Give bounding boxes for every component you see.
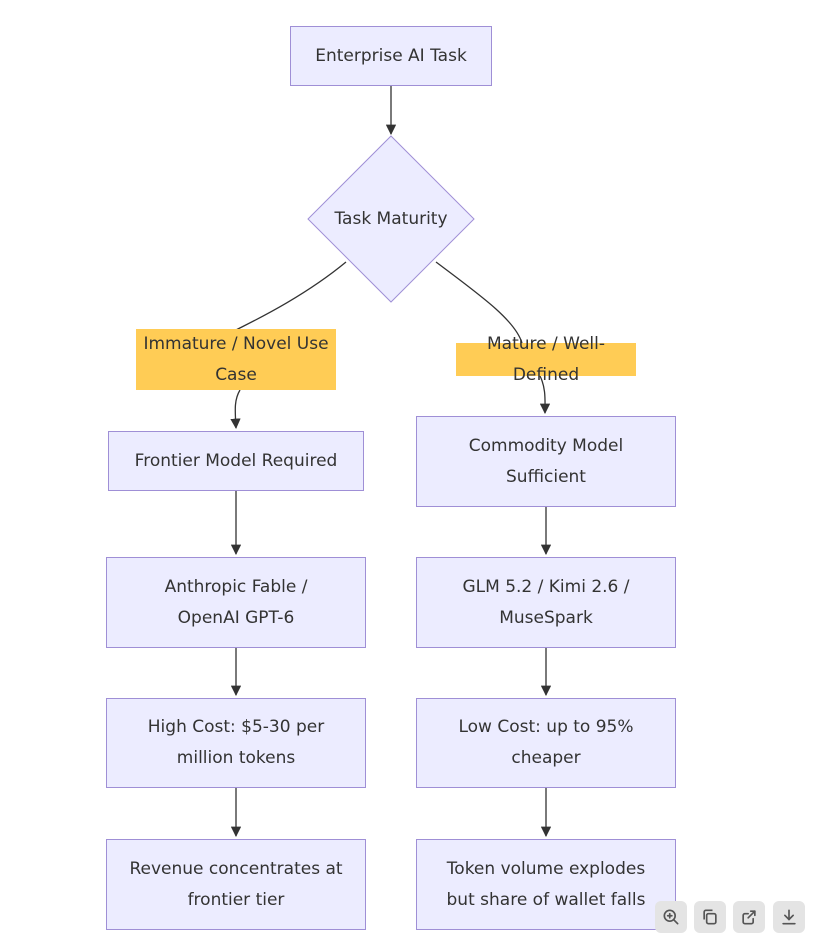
open-external-button[interactable] — [733, 901, 765, 933]
node-token-volume: Token volume explodes but share of walle… — [416, 839, 676, 930]
download-icon — [782, 909, 796, 925]
node-label: Frontier Model Required — [134, 450, 338, 471]
node-label: GLM 5.2 / Kimi 2.6 / MuseSpark — [462, 576, 630, 628]
decision-label: Task Maturity — [334, 209, 448, 229]
node-label: Enterprise AI Task — [315, 45, 467, 66]
node-label: Low Cost: up to 95% cheaper — [458, 717, 634, 768]
node-enterprise-ai-task: Enterprise AI Task — [290, 26, 492, 86]
decision-diamond — [307, 135, 475, 303]
download-button[interactable] — [773, 901, 805, 933]
node-open-models: GLM 5.2 / Kimi 2.6 / MuseSpark — [416, 557, 676, 648]
node-anthropic-openai: Anthropic Fable / OpenAI GPT-6 — [106, 557, 366, 648]
edge-label-text: Mature / Well-Defined — [487, 333, 605, 385]
edge-label-text: Immature / Novel Use Case — [143, 333, 329, 385]
node-commodity-model-sufficient: Commodity Model Sufficient — [416, 416, 676, 507]
node-label: High Cost: $5-30 per million tokens — [147, 717, 325, 768]
edge-label-immature: Immature / Novel Use Case — [136, 329, 336, 390]
copy-icon — [703, 909, 717, 925]
zoom-button[interactable] — [655, 901, 687, 933]
edge-decision-to-left-label — [235, 261, 347, 331]
decision-task-maturity: Task Maturity — [320, 200, 462, 238]
node-high-cost: High Cost: $5-30 per million tokens — [106, 698, 366, 788]
node-label: Revenue concentrates at frontier tier — [129, 858, 343, 910]
node-label: Token volume explodes but share of walle… — [446, 858, 646, 910]
open-external-icon — [742, 910, 756, 925]
edge-decision-to-right-label — [435, 261, 523, 344]
edge-left-label-to-left-1 — [230, 389, 241, 430]
node-label: Anthropic Fable / OpenAI GPT-6 — [164, 576, 308, 628]
node-frontier-model-required: Frontier Model Required — [108, 431, 364, 491]
copy-button[interactable] — [694, 901, 726, 933]
edge-right-label-to-right-1 — [539, 375, 551, 415]
edge-label-mature: Mature / Well-Defined — [456, 334, 636, 385]
node-label: Commodity Model Sufficient — [468, 435, 624, 487]
node-revenue-concentrates: Revenue concentrates at frontier tier — [106, 839, 366, 930]
zoom-in-icon — [663, 909, 679, 925]
node-low-cost: Low Cost: up to 95% cheaper — [416, 698, 676, 788]
